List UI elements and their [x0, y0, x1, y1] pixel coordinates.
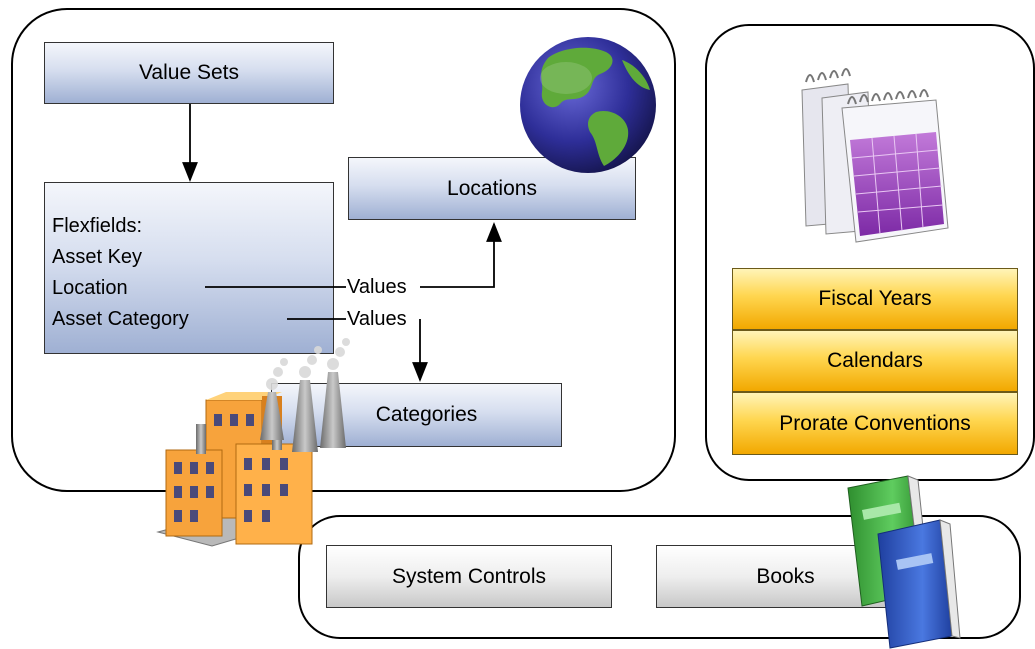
- flexfield-location: Location: [52, 277, 128, 299]
- globe-icon: [520, 37, 656, 173]
- value-sets-box: Value Sets: [44, 42, 334, 104]
- connector-location-values-right: [420, 222, 502, 288]
- values-label-location: Values: [346, 276, 408, 298]
- calendars-box: Calendars: [732, 330, 1018, 392]
- prorate-conventions-box: Prorate Conventions: [732, 392, 1018, 455]
- flexfields-box: Flexfields: Asset Key Location Asset Cat…: [44, 182, 334, 354]
- factory-icon: [156, 338, 350, 547]
- fiscal-years-box: Fiscal Years: [732, 268, 1018, 330]
- flexfield-asset-key: Asset Key: [52, 246, 143, 268]
- flexfields-title: Flexfields:: [52, 215, 143, 237]
- categories-box: Categories: [271, 383, 562, 447]
- calendar-icon: [801, 68, 949, 243]
- values-label-category: Values: [346, 308, 408, 330]
- books-icon: [847, 475, 961, 649]
- system-controls-box: System Controls: [326, 545, 612, 608]
- flexfield-asset-category: Asset Category: [52, 308, 189, 330]
